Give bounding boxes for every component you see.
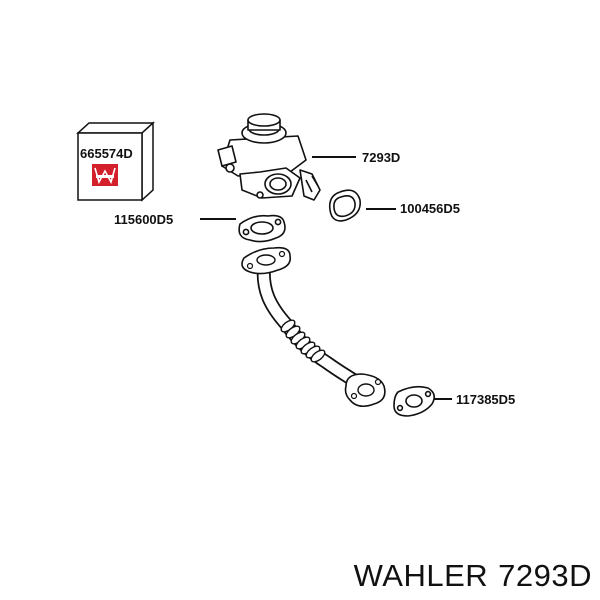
egr-valve-label: 7293D <box>362 150 400 165</box>
wahler-logo-icon <box>92 164 118 186</box>
leader-lines <box>200 156 452 400</box>
egr-valve-drawing <box>217 113 321 201</box>
valve-gasket-label: 100456D5 <box>400 201 460 216</box>
kit-part-number: 665574D <box>80 146 133 161</box>
pipe-gasket-top-label: 115600D5 <box>114 212 173 227</box>
kit-box-icon <box>76 121 155 202</box>
pipe-gasket-top-drawing <box>238 214 286 243</box>
footer-caption: WAHLER 7293D <box>354 558 592 594</box>
pipe-gasket-bottom-label: 117385D5 <box>456 392 515 407</box>
valve-gasket-drawing <box>328 189 362 222</box>
egr-pipe-drawing <box>241 246 386 408</box>
footer-part-number: 7293D <box>498 558 592 593</box>
brand-name: WAHLER <box>353 558 489 593</box>
pipe-gasket-bottom-drawing <box>393 385 436 417</box>
